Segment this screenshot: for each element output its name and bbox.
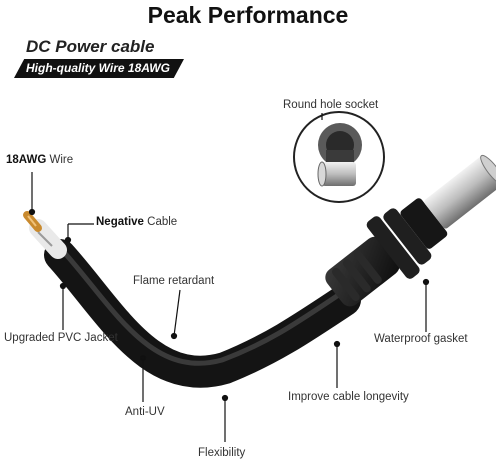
copper-wire-tip-icon (23, 211, 42, 232)
callout-flame-retardant: Flame retardant (133, 275, 215, 287)
callout-upgraded-pvc-jacket: Upgraded PVC Jacket (4, 332, 118, 344)
wire-gauge-rest: Wire (46, 154, 74, 166)
wire-badge: High-quality Wire 18AWG (14, 59, 184, 78)
negative-bold: Negative (96, 216, 144, 228)
callout-anti-uv: Anti-UV (125, 406, 165, 418)
callout-improve-cable-longevity: Improve cable longevity (288, 391, 409, 403)
callout-negative-cable: Negative Cable (96, 216, 177, 228)
callout-waterproof-gasket: Waterproof gasket (374, 333, 468, 345)
callout-wire-gauge: 18AWG Wire (6, 154, 73, 166)
dc-barrel-connector-icon (325, 154, 496, 307)
product-subtitle: DC Power cable (26, 37, 155, 56)
wire-gauge-bold: 18AWG (6, 154, 47, 166)
inner-insulation (29, 219, 67, 259)
callout-round-hole-socket: Round hole socket (283, 99, 379, 111)
callout-flexibility: Flexibility (198, 447, 246, 459)
negative-rest: Cable (143, 216, 178, 228)
cable-jacket (44, 239, 361, 388)
page-title: Peak Performance (147, 2, 349, 28)
cable-highlight (60, 248, 342, 366)
socket-magnifier-icon (293, 111, 385, 203)
